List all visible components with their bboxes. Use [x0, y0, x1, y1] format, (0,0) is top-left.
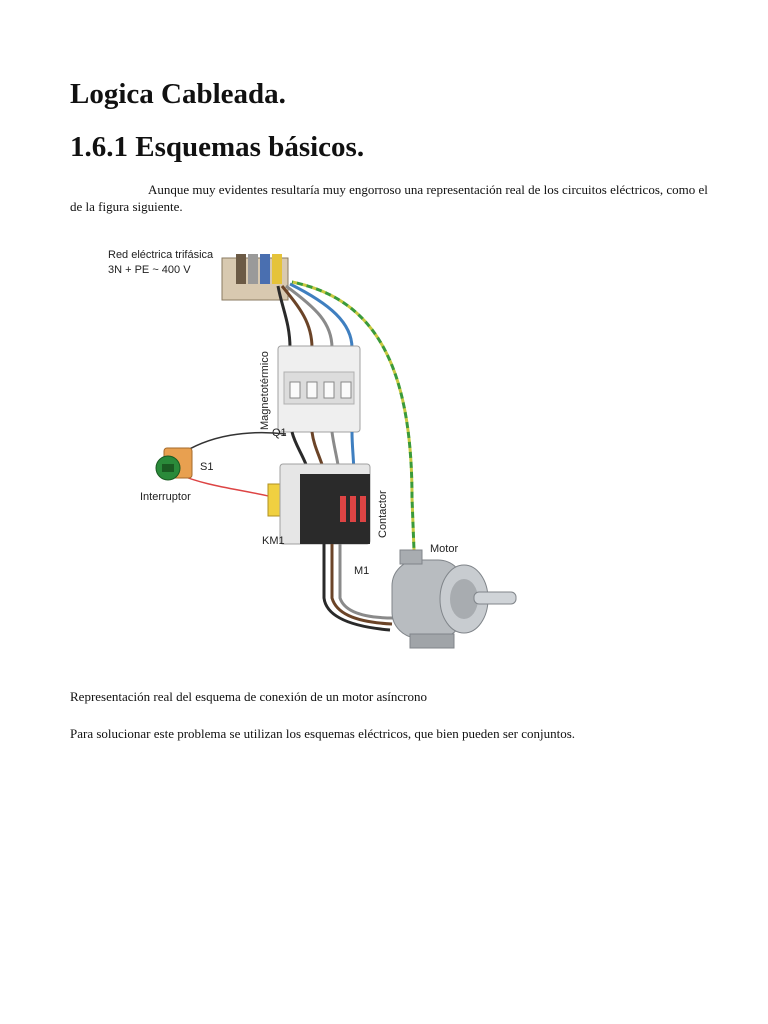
motor-ref: M1 — [354, 565, 369, 577]
switch-label: Interruptor — [140, 491, 191, 503]
supply-label-line1: Red eléctrica trifásica — [108, 249, 214, 261]
supply-label-line2: 3N + PE ~ 400 V — [108, 264, 191, 276]
figure-caption: Representación real del esquema de conex… — [70, 689, 428, 704]
body-paragraph: Para solucionar este problema se utiliza… — [70, 726, 576, 741]
switch-ref: S1 — [200, 461, 213, 473]
breaker-q1 — [277, 345, 361, 433]
motor-wiring-figure: Red eléctrica trifásica 3N + PE ~ 400 V … — [108, 249, 517, 649]
supply-wires — [276, 280, 416, 551]
contactor-ref: KM1 — [262, 535, 285, 547]
contactor-km1 — [267, 463, 371, 545]
motor-label: Motor — [430, 543, 458, 555]
section-heading: 1.6.1 Esquemas básicos. — [70, 131, 365, 163]
contactor-label: Contactor — [377, 490, 389, 538]
motor — [391, 549, 517, 649]
intro-text: Aunque muy evidentes resultaría muy engo… — [70, 182, 708, 214]
motor-wires — [322, 544, 395, 632]
terminal-block — [221, 254, 289, 301]
intro-paragraph: Aunque muy evidentes resultaría muy engo… — [70, 181, 710, 215]
switch-s1 — [155, 447, 193, 481]
page-title: Logica Cableada. — [70, 78, 286, 110]
breaker-label: Magnetotérmico — [259, 351, 271, 430]
